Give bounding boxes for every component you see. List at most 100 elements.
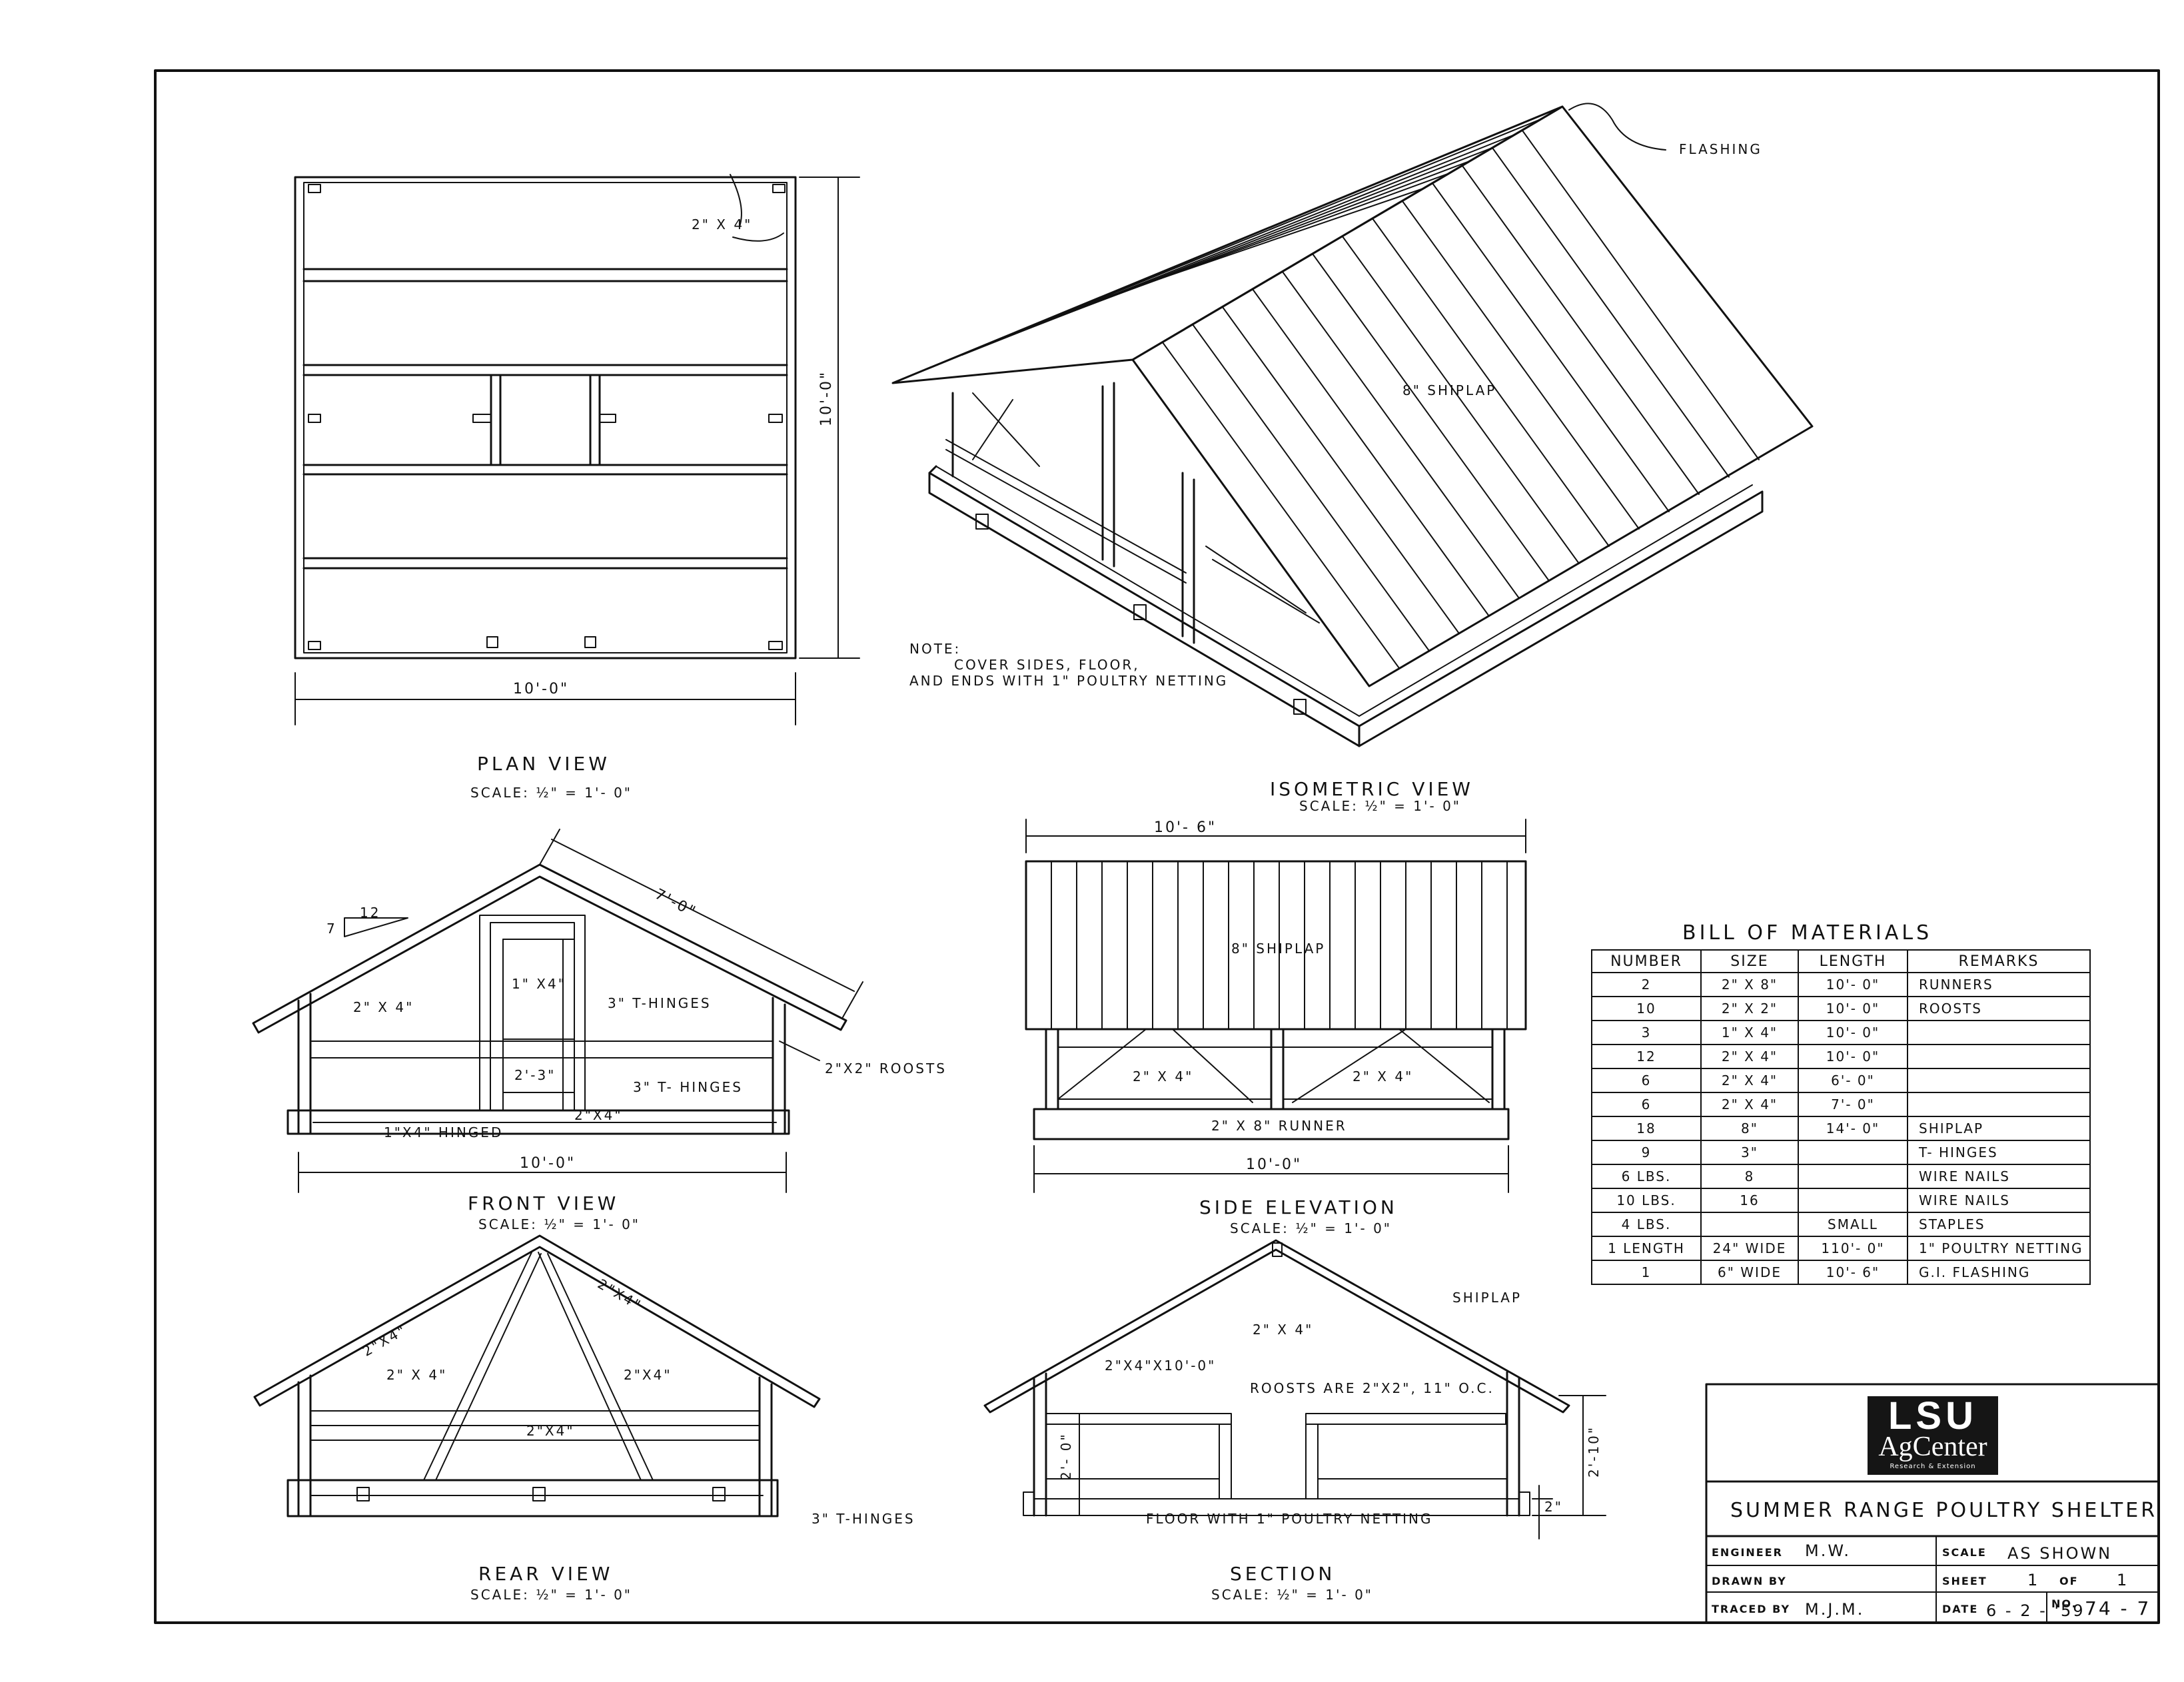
section-scale: SCALE: ½" = 1'- 0": [1211, 1587, 1373, 1603]
bom-cell-length: 10'- 6": [1798, 1260, 1908, 1285]
bom-cell-number: 9: [1591, 1140, 1702, 1165]
side-elevation-drawing: [1025, 819, 1527, 1193]
bom-cell-length: 7'- 0": [1798, 1092, 1908, 1117]
bom-cell-length: 10'- 0": [1798, 996, 1908, 1021]
bom-cell-size: 2" X 4": [1700, 1044, 1799, 1069]
side-elevation-title: SIDE ELEVATION: [1199, 1196, 1398, 1218]
rear-brace-left: 2" X 4": [386, 1367, 448, 1383]
bom-cell-size: 2" X 4": [1700, 1092, 1799, 1117]
bom-cell-length: 10'- 0": [1798, 972, 1908, 997]
drawing-number-value: 74 - 7: [2085, 1597, 2151, 1619]
rear-view-drawing: [253, 1234, 821, 1517]
section-outer-height: 2'-10": [1586, 1425, 1602, 1477]
bom-header-size: SIZE: [1700, 949, 1799, 973]
front-hinged-board: 1"X4" HINGED: [384, 1124, 504, 1140]
plan-width-dimension: 10'-0": [513, 681, 570, 697]
bom-cell-remarks: [1907, 1068, 2091, 1093]
bom-cell-remarks: G.I. FLASHING: [1907, 1260, 2091, 1285]
rear-view-title: REAR VIEW: [478, 1563, 614, 1585]
bom-cell-number: 1 LENGTH: [1591, 1236, 1702, 1261]
project-title: SUMMER RANGE POULTRY SHELTER: [1730, 1499, 2158, 1522]
drawn-by-label: DRAWN BY: [1712, 1575, 1787, 1587]
bom-row: 10 LBS.16 WIRE NAILS: [1591, 1188, 2091, 1213]
title-block: LSU AgCenter Research & Extension SUMMER…: [1706, 1384, 2159, 1623]
bom-cell-length: [1798, 1140, 1908, 1165]
scale-label: SCALE: [1942, 1546, 1987, 1559]
plan-view-drawing: [294, 174, 860, 725]
bom-cell-remarks: WIRE NAILS: [1907, 1188, 2091, 1213]
bom-cell-size: 2" X 2": [1700, 996, 1799, 1021]
logo-lsu-text: LSU: [1888, 1394, 1977, 1438]
sheet-of-label: OF: [2059, 1575, 2079, 1587]
bom-cell-number: 4 LBS.: [1591, 1212, 1702, 1237]
rear-tie-2x4: 2"X4": [526, 1423, 575, 1439]
front-view-drawing: [252, 829, 863, 1193]
bill-of-materials-title: BILL OF MATERIALS: [1682, 921, 1933, 945]
bom-cell-number: 3: [1591, 1020, 1702, 1045]
bom-cell-remarks: RUNNERS: [1907, 972, 2091, 997]
bom-header-length: LENGTH: [1798, 949, 1908, 973]
scale-value: AS SHOWN: [2007, 1544, 2113, 1563]
drawing-number-label: NO.: [2051, 1597, 2077, 1610]
front-stud-2x4: 2" X 4": [353, 999, 414, 1015]
bom-cell-length: 110'- 0": [1798, 1236, 1908, 1261]
bom-cell-number: 6: [1591, 1068, 1702, 1093]
logo-tagline: Research & Extension: [1890, 1463, 1976, 1470]
bom-header-remarks: REMARKS: [1907, 949, 2091, 973]
side-elevation-scale: SCALE: ½" = 1'- 0": [1230, 1220, 1392, 1236]
plan-2x4-callout: 2" X 4": [692, 216, 753, 232]
bom-cell-number: 1: [1591, 1260, 1702, 1285]
bom-cell-number: 6 LBS.: [1591, 1164, 1702, 1189]
section-roosts-note: ROOSTS ARE 2"X2", 11" O.C.: [1250, 1380, 1494, 1396]
logo-agcenter-text: AgCenter: [1878, 1432, 1987, 1462]
bom-cell-remarks: WIRE NAILS: [1907, 1164, 2091, 1189]
section-title: SECTION: [1230, 1563, 1336, 1585]
bom-cell-number: 2: [1591, 972, 1702, 997]
bom-cell-size: 1" X 4": [1700, 1020, 1799, 1045]
rear-view-scale: SCALE: ½" = 1'- 0": [470, 1587, 632, 1603]
front-roosts-callout: 2"X2" ROOSTS: [825, 1060, 947, 1076]
iso-note-line-2: AND ENDS WITH 1" POULTRY NETTING: [909, 673, 1229, 689]
iso-shiplap-label: 8" SHIPLAP: [1402, 382, 1497, 398]
section-inner-height: 2'- 0": [1058, 1432, 1074, 1480]
section-drawing: [983, 1239, 1606, 1539]
front-door-width: 2'-3": [514, 1067, 556, 1083]
sheet-label: SHEET: [1942, 1575, 1987, 1587]
side-shiplap-label: 8" SHIPLAP: [1231, 941, 1326, 957]
bom-cell-size: 6" WIDE: [1700, 1260, 1799, 1285]
bom-cell-remarks: T- HINGES: [1907, 1140, 2091, 1165]
bom-cell-number: 6: [1591, 1092, 1702, 1117]
side-top-dimension: 10'- 6": [1154, 819, 1217, 836]
front-pitch-run: 12: [360, 905, 381, 921]
bom-cell-size: 16: [1700, 1188, 1799, 1213]
bom-cell-size: 2" X 8": [1700, 972, 1799, 997]
front-t-hinges-upper: 3" T-HINGES: [608, 995, 712, 1011]
bom-header-number: NUMBER: [1591, 949, 1702, 973]
isometric-view-scale: SCALE: ½" = 1'- 0": [1299, 798, 1461, 814]
rear-brace-right: 2"X4": [624, 1367, 672, 1383]
bom-cell-number: 10: [1591, 996, 1702, 1021]
section-shiplap-label: SHIPLAP: [1452, 1290, 1522, 1306]
bom-cell-size: [1700, 1212, 1799, 1237]
front-width-dimension: 10'-0": [520, 1155, 576, 1172]
date-label: DATE: [1942, 1603, 1979, 1615]
lsu-agcenter-logo: LSU AgCenter Research & Extension: [1868, 1394, 1998, 1475]
bom-cell-number: 10 LBS.: [1591, 1188, 1702, 1213]
iso-note-heading: NOTE:: [909, 641, 961, 657]
sheet-total-value: 1: [2117, 1571, 2129, 1589]
bom-cell-size: 2" X 4": [1700, 1068, 1799, 1093]
bom-cell-remarks: 1" POULTRY NETTING: [1907, 1236, 2091, 1261]
bom-cell-length: [1798, 1188, 1908, 1213]
side-brace-left: 2" X 4": [1133, 1068, 1194, 1084]
bom-cell-size: 3": [1700, 1140, 1799, 1165]
